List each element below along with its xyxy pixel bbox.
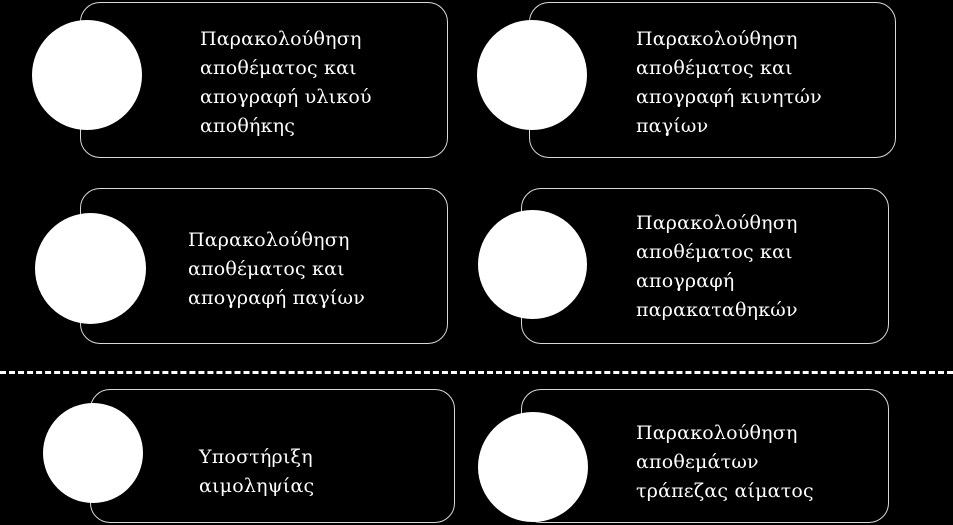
label-line: αιμοληψίας xyxy=(199,475,315,497)
label-line: απογραφή κινητών xyxy=(636,86,822,108)
service-card xyxy=(90,389,455,523)
service-card xyxy=(529,2,896,158)
label-line: Υποστήριξη xyxy=(199,446,313,468)
label-line: αποθεμάτων xyxy=(636,451,759,473)
label-line: αποθέματος και xyxy=(636,57,793,79)
bullet-circle-icon xyxy=(32,20,142,130)
bullet-circle-icon xyxy=(35,213,146,324)
label-line: αποθέματος και xyxy=(200,57,357,79)
label-line: αποθήκης xyxy=(200,115,296,137)
label-line: απογραφή υλικού xyxy=(200,86,372,108)
service-label: Παρακολούθηση αποθέματος και απογραφή κι… xyxy=(636,25,822,141)
service-label: Παρακολούθηση αποθέματος και απογραφή πα… xyxy=(636,209,798,325)
label-line: Παρακολούθηση xyxy=(200,28,362,50)
bullet-circle-icon xyxy=(477,20,587,130)
label-line: παρακαταθηκών xyxy=(636,299,798,321)
label-line: παγίων xyxy=(636,115,709,137)
label-line: απογραφή παγίων xyxy=(188,287,366,309)
label-line: Παρακολούθηση xyxy=(636,212,798,234)
service-label: Υποστήριξη αιμοληψίας xyxy=(199,443,314,501)
dashed-divider xyxy=(0,371,953,374)
service-label: Παρακολούθηση αποθέματος και απογραφή υλ… xyxy=(200,25,372,141)
label-line: αποθέματος και xyxy=(636,241,793,263)
bullet-circle-icon xyxy=(478,210,587,319)
label-line: Παρακολούθηση xyxy=(188,229,350,251)
label-line: αποθέματος και xyxy=(188,258,345,280)
label-line: τράπεζας αίματος xyxy=(636,480,814,502)
bullet-circle-icon xyxy=(43,403,143,503)
label-line: Παρακολούθηση xyxy=(636,422,798,444)
bullet-circle-icon xyxy=(478,412,588,522)
service-label: Παρακολούθηση αποθέματος και απογραφή πα… xyxy=(188,226,365,313)
service-label: Παρακολούθηση αποθεμάτων τράπεζας αίματο… xyxy=(636,419,814,506)
label-line: απογραφή xyxy=(636,270,735,292)
label-line: Παρακολούθηση xyxy=(636,28,798,50)
